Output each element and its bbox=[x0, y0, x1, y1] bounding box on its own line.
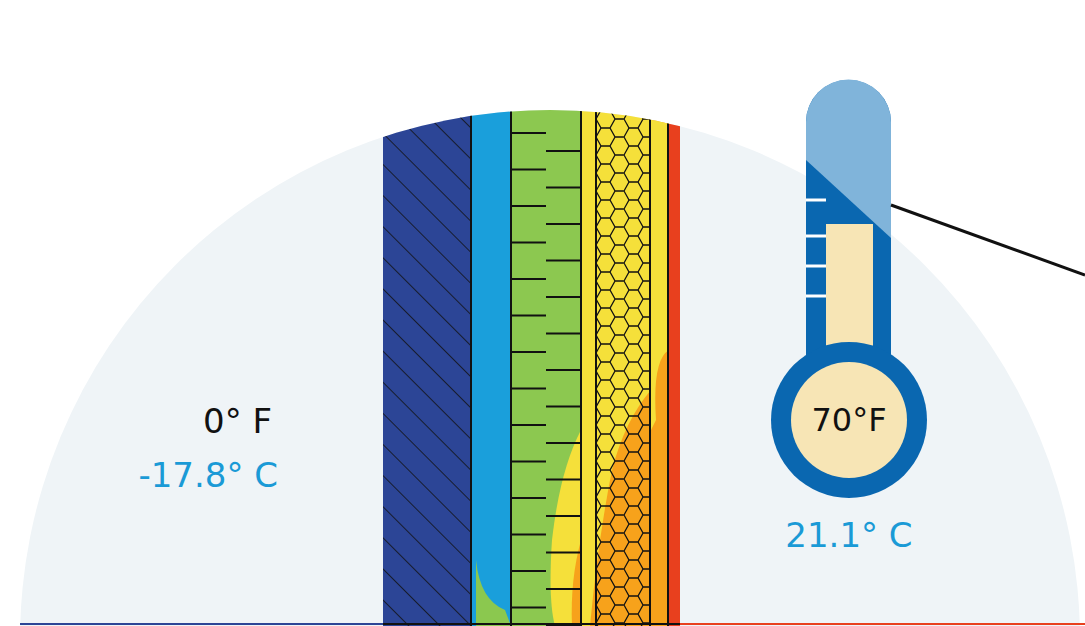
outdoor-temp-c: -17.8° C bbox=[138, 458, 278, 492]
temperature-reading: 70°F bbox=[811, 404, 886, 436]
thermometer-bulb: 70°F bbox=[771, 342, 927, 498]
indoor-temp-c: 21.1° C bbox=[785, 518, 912, 552]
outdoor-temp-f: 0° F bbox=[203, 404, 272, 438]
wall-section bbox=[383, 100, 680, 626]
